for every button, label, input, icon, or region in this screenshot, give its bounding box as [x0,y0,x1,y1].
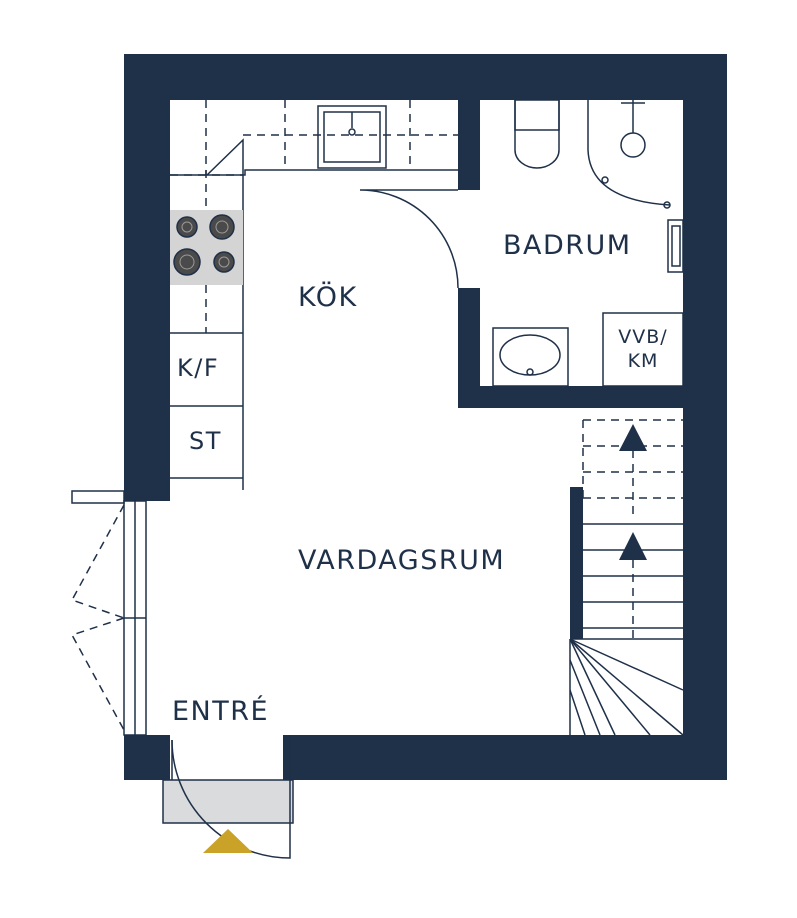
water-heater-label: VVB/ KM [603,325,683,373]
wall-left-upper [124,54,170,501]
entrance-door [162,735,294,859]
water-heater-label-line2: KM [627,350,659,372]
counter-edge-top [207,169,458,176]
room-label-bathroom: BADRUM [503,230,632,261]
wall-bathroom-bottom [458,386,683,408]
door-swing-bathroom [359,189,459,289]
threshold [162,779,294,824]
triangle-icon [203,829,253,853]
water-heater-box [602,312,684,387]
water-heater-label-line1: VVB/ [618,326,668,348]
toilet [514,99,560,169]
walls [124,54,727,780]
wall-right [683,54,727,780]
stairs [569,419,684,736]
window-left [70,490,147,736]
bath-shelf [667,219,684,273]
room-label-living-room: VARDAGSRUM [298,545,506,576]
wall-left-lower-stub [124,735,170,780]
wall-bathroom-left-lower [458,288,480,408]
wall-stair-divider [570,487,583,639]
kitchen-counter [170,100,458,490]
bathroom-sink [492,327,569,387]
door-swing-entrance [171,735,291,859]
wall-top [124,54,727,100]
wall-bathroom-left-upper [458,100,480,190]
up-arrow-icon [619,532,647,560]
fridge-freezer-label: K/F [177,354,220,382]
kitchen-sink [317,105,387,169]
wall-bottom-right [283,735,727,780]
up-arrow-icon [619,424,647,451]
shower [587,100,671,209]
room-label-entrance: ENTRÉ [172,696,270,727]
room-label-kitchen: KÖK [298,282,358,313]
storage-label: ST [189,427,222,455]
stove [170,210,243,285]
